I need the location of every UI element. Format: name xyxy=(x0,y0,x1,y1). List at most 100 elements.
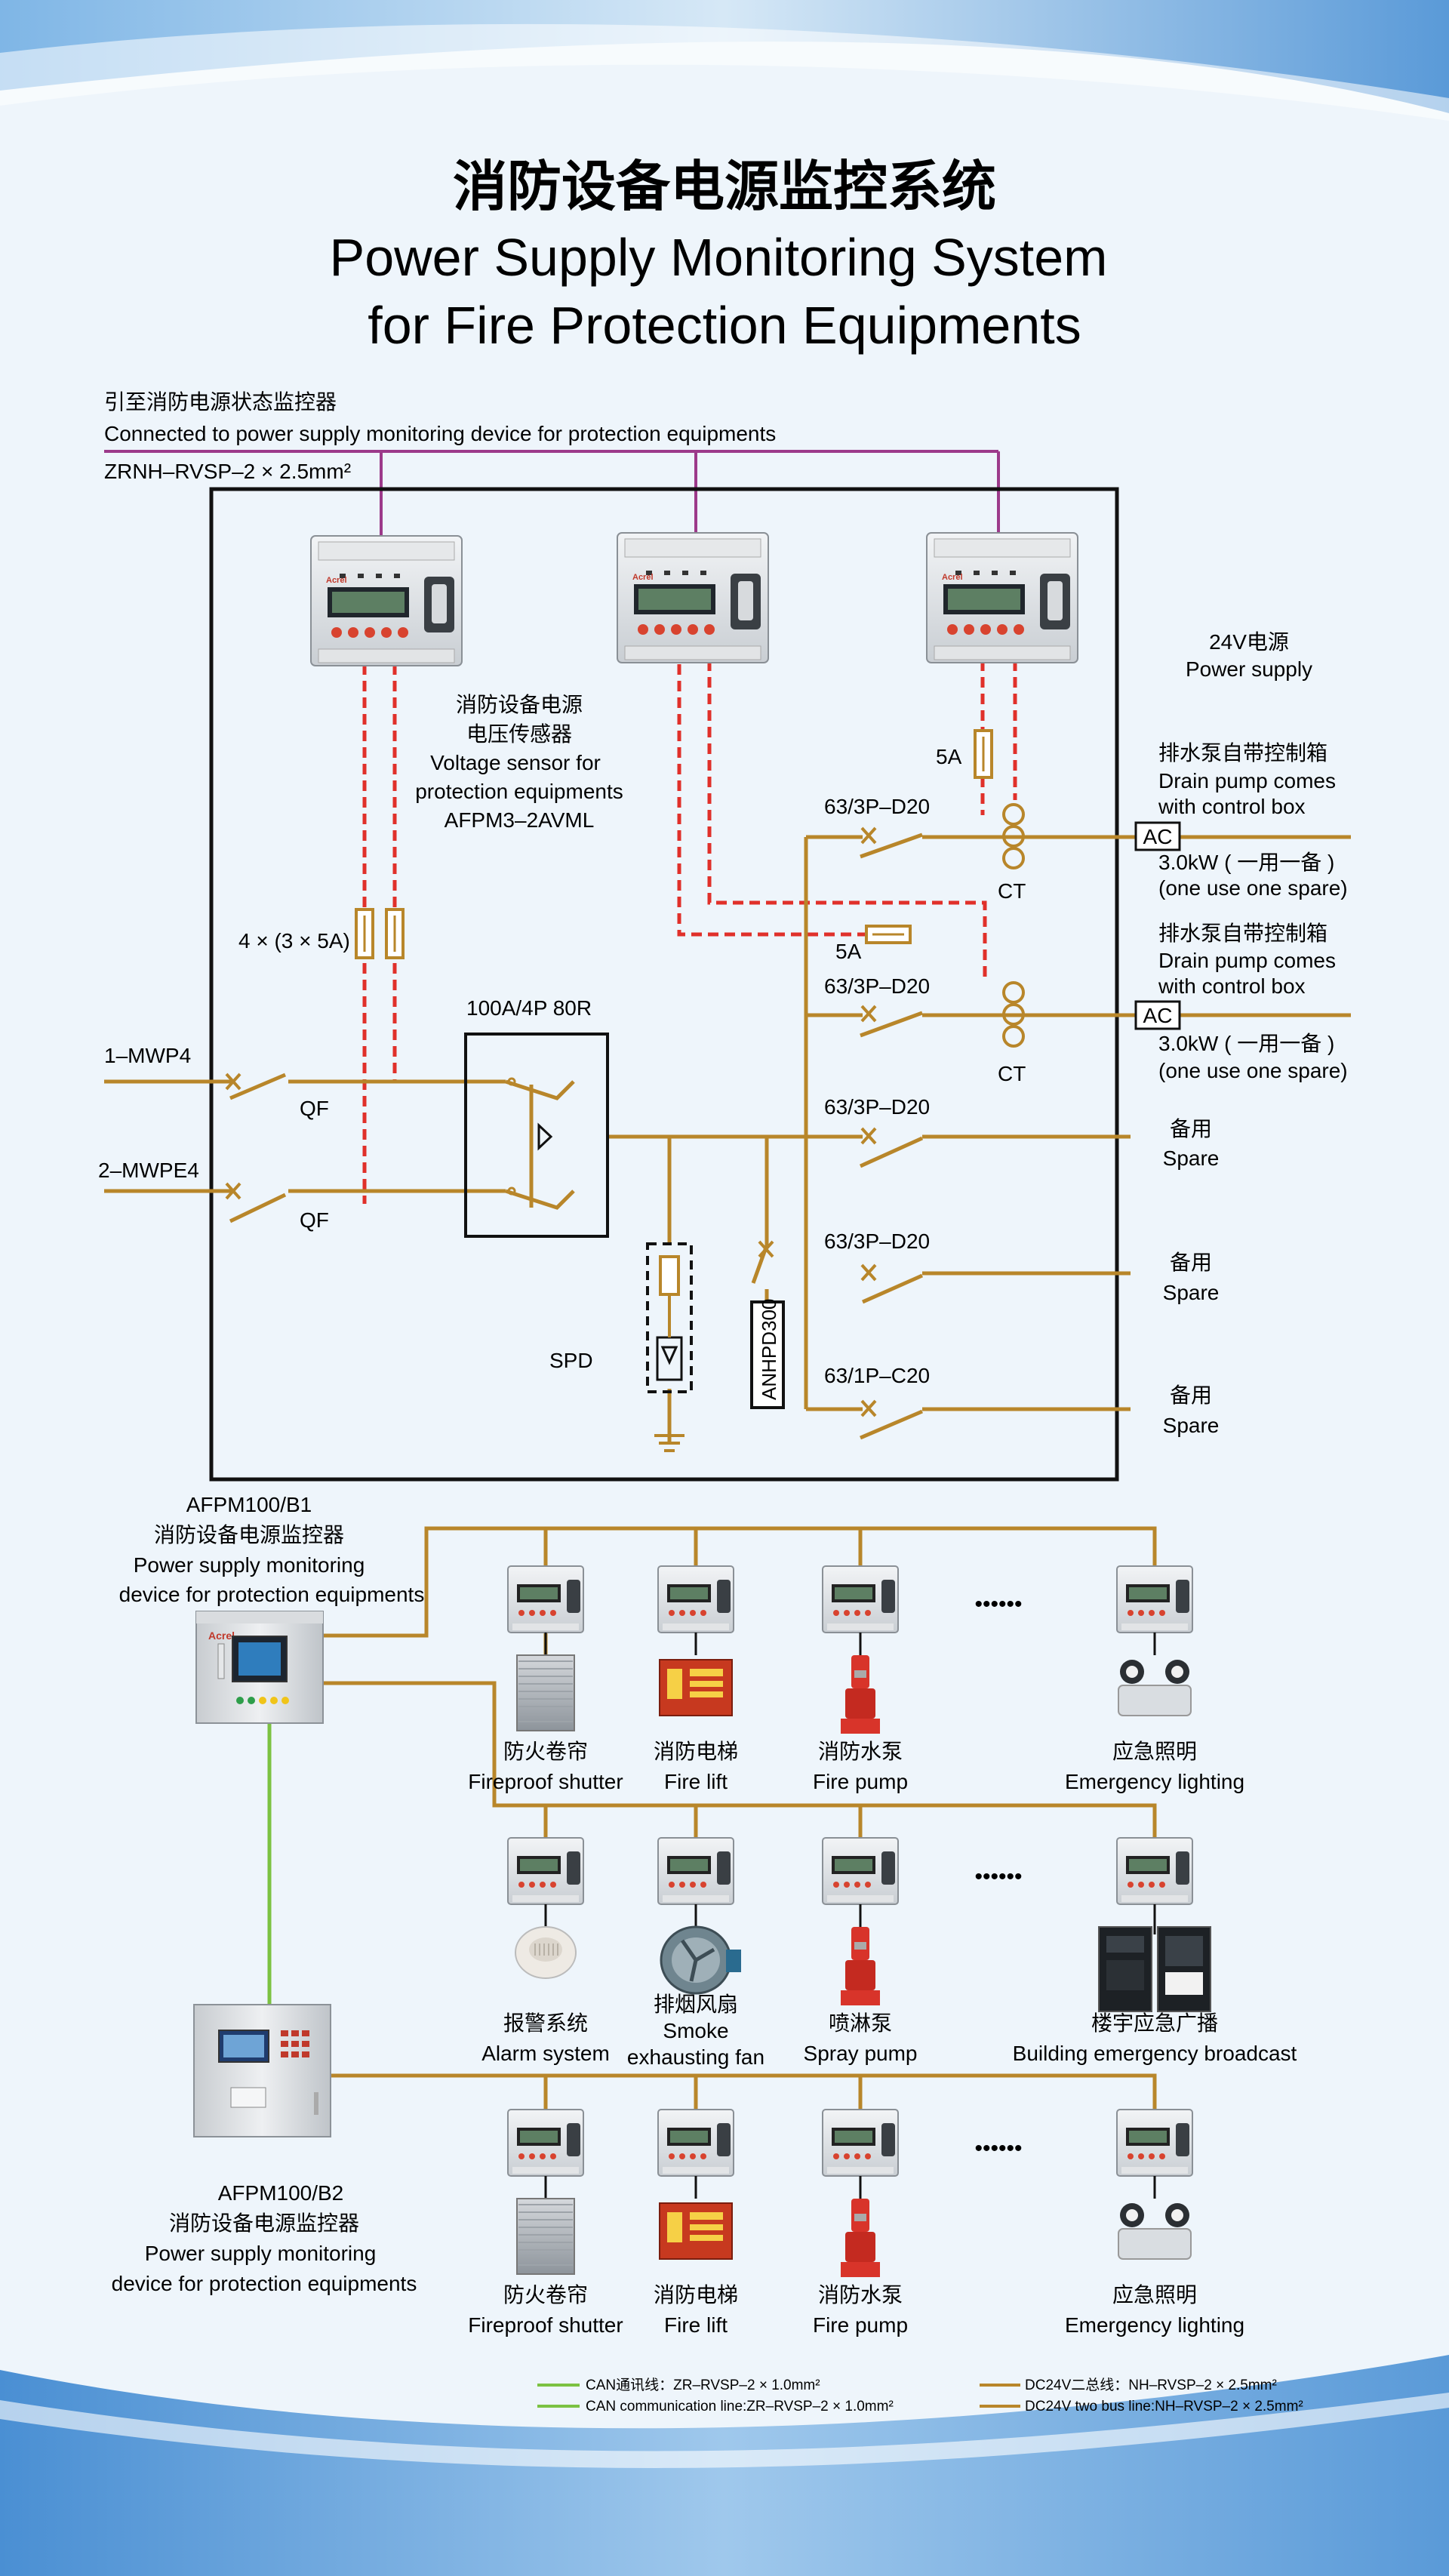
monitor-sensor-module xyxy=(822,1565,899,1633)
branch-1-power: 3.0kW ( 一用一备 ) xyxy=(1158,851,1334,874)
monitor-b2-en2: device for protection equipments xyxy=(112,2272,417,2295)
monitor-sensor-module xyxy=(822,1837,899,1905)
anhpd-box xyxy=(750,1300,785,1409)
monitor-sensor-module xyxy=(822,2109,899,2177)
sensor-note-en1: Voltage sensor for xyxy=(430,751,601,774)
ellipsis-row-1: •••••• xyxy=(974,1592,1022,1617)
ct-coil xyxy=(1002,803,1025,826)
ct-coil xyxy=(1002,981,1025,1004)
qf-2-label: QF xyxy=(300,1208,329,1232)
breaker-main-label: 100A/4P 80R xyxy=(466,996,592,1020)
anhpd-label: ANHPD300 xyxy=(758,1299,780,1400)
device-label-zh: 防火卷帘 xyxy=(503,1740,588,1763)
monitor-sensor-module xyxy=(507,2109,584,2177)
ac-box-2 xyxy=(1134,1000,1181,1030)
pump-red-icon xyxy=(841,1927,880,2005)
svg-text:Acrel: Acrel xyxy=(632,573,654,582)
ct-coil xyxy=(1002,847,1025,869)
branch-2-power: 3.0kW ( 一用一备 ) xyxy=(1158,1032,1334,1055)
breaker-marks xyxy=(225,826,877,1417)
voltage-sensor-3: Acrel xyxy=(926,532,1078,663)
branch-3-zh: 备用 xyxy=(1170,1117,1212,1140)
light-icon xyxy=(1118,1660,1192,1716)
sensor-note-zh2: 电压传感器 xyxy=(466,722,572,746)
branch-4-breaker: 63/3P–D20 xyxy=(824,1230,930,1253)
device-label-zh: 消防水泵 xyxy=(818,2283,903,2307)
legend-dc-en: DC24V two bus line:NH–RVSP–2 × 2.5mm² xyxy=(1025,2399,1303,2414)
branch-1-breaker: 63/3P–D20 xyxy=(824,795,930,818)
spd-box xyxy=(646,1242,693,1393)
monitor-sensor-module xyxy=(657,2109,734,2177)
pump-red-icon xyxy=(841,2199,880,2277)
device-label-zh: 消防电梯 xyxy=(654,1740,738,1763)
monitor-b1-en2: device for protection equipments xyxy=(119,1583,425,1606)
monitor-b1-cabinet: Acrel xyxy=(195,1611,324,1724)
ac-box-2-label: AC xyxy=(1143,1004,1173,1027)
monitor-sensor-module xyxy=(507,1837,584,1905)
branch-2-zh: 排水泵自带控制箱 xyxy=(1158,922,1327,945)
legend-dc-zh: DC24V二总线：NH–RVSP–2 × 2.5mm² xyxy=(1025,2377,1277,2393)
monitor-b1-zh: 消防设备电源监控器 xyxy=(154,1523,344,1547)
ats-arrow xyxy=(537,1122,553,1151)
top-note-cable: ZRNH–RVSP–2 × 2.5mm² xyxy=(104,460,351,483)
spd-label: SPD xyxy=(549,1349,593,1372)
legend-can-en: CAN communication line:ZR–RVSP–2 × 1.0mm… xyxy=(586,2399,894,2414)
device-label-en: Emergency lighting xyxy=(1065,2313,1244,2337)
branch-1-en1: Drain pump comes xyxy=(1158,769,1336,792)
monitor-sensor-module xyxy=(1116,1565,1193,1633)
bottom-wave-highlight xyxy=(0,2393,1449,2468)
branch-2-breaker: 63/3P–D20 xyxy=(824,974,930,998)
device-label-zh: 排烟风扇 xyxy=(654,1993,738,2016)
title-en-line2: for Fire Protection Equipments xyxy=(368,296,1081,355)
monitor-b2-cabinet xyxy=(193,2004,331,2137)
device-label-en2: exhausting fan xyxy=(627,2045,764,2069)
ct-1-label: CT xyxy=(998,879,1026,903)
branch-2-power-en: (one use one spare) xyxy=(1158,1059,1348,1082)
branch-5-zh: 备用 xyxy=(1170,1383,1212,1407)
fuse-5a-mid-label: 5A xyxy=(835,940,862,963)
qf-1-label: QF xyxy=(300,1097,329,1120)
top-wave-highlight xyxy=(0,23,1449,122)
svg-text:Acrel: Acrel xyxy=(942,573,963,582)
shutter-icon xyxy=(516,2198,575,2275)
ct-2-label: CT xyxy=(998,1062,1026,1085)
fuse-left-label: 4 × (3 × 5A) xyxy=(238,929,350,953)
device-label-zh: 防火卷帘 xyxy=(503,2283,588,2307)
branch-4-zh: 备用 xyxy=(1170,1251,1212,1274)
device-label-zh: 报警系统 xyxy=(503,2011,588,2035)
device-label-en: Smoke xyxy=(663,2019,728,2042)
monitor-sensor-module xyxy=(657,1837,734,1905)
branch-5-en: Spare xyxy=(1163,1414,1220,1437)
power-supply-en: Power supply xyxy=(1186,657,1312,681)
device-label-zh: 应急照明 xyxy=(1112,1740,1197,1763)
monitor-b1-en1: Power supply monitoring xyxy=(134,1553,365,1577)
monitor-sensor-module xyxy=(657,1565,734,1633)
branch-2-en2: with control box xyxy=(1158,974,1306,998)
branch-1-en2: with control box xyxy=(1158,795,1306,818)
monitor-sensor-module xyxy=(1116,1837,1193,1905)
branch-5-breaker: 63/1P–C20 xyxy=(824,1364,930,1387)
sensor-note-zh1: 消防设备电源 xyxy=(456,693,583,716)
device-label-en: Fireproof shutter xyxy=(468,2313,623,2337)
lift-icon xyxy=(659,1659,733,1716)
legend-can-zh: CAN通讯线：ZR–RVSP–2 × 1.0mm² xyxy=(586,2377,820,2393)
branch-1-power-en: (one use one spare) xyxy=(1158,876,1348,900)
device-label-zh: 应急照明 xyxy=(1112,2283,1197,2307)
fuses xyxy=(355,729,993,1296)
top-signal-bus xyxy=(104,450,1000,536)
ellipsis-row-2: •••••• xyxy=(974,1864,1022,1889)
sensor-note-en2: protection equipments xyxy=(415,780,623,803)
device-label-en: Fire pump xyxy=(813,2313,908,2337)
device-label-zh: 消防电梯 xyxy=(654,2283,738,2307)
device-label-en: Fireproof shutter xyxy=(468,1770,623,1793)
ct-coil xyxy=(1002,1025,1025,1048)
ct-coil xyxy=(1002,1003,1025,1026)
device-label-en: Fire pump xyxy=(813,1770,908,1793)
ellipsis-row-3: •••••• xyxy=(974,2136,1022,2161)
branch-3-breaker: 63/3P–D20 xyxy=(824,1095,930,1119)
device-label-zh: 喷淋泵 xyxy=(829,2011,892,2035)
broadcast-icon xyxy=(1098,1926,1211,2012)
